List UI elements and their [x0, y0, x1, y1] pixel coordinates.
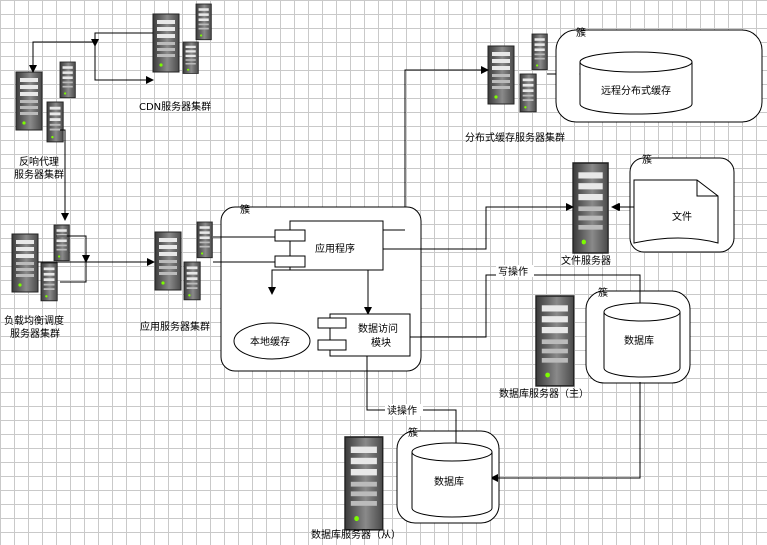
- db-master-text: 数据库: [624, 334, 654, 347]
- application-component: [274, 220, 384, 271]
- server-icon: [40, 262, 58, 302]
- server-icon: [183, 261, 201, 301]
- db-master-label: 数据库服务器（主）: [499, 387, 589, 400]
- cdn-cluster-label: CDN服务器集群: [139, 100, 211, 113]
- cdn-server-cluster: [152, 3, 212, 74]
- read-label-bg: [385, 404, 423, 416]
- local-cache-ellipse: [233, 322, 311, 360]
- write-op-label: 写操作: [498, 265, 528, 278]
- write-label-bg: [496, 265, 534, 277]
- db-master-cylinder: [603, 302, 681, 378]
- server-icon: [152, 13, 180, 73]
- data-access-text-1: 数据访问: [358, 322, 398, 335]
- db-slave-label: 数据库服务器（从）: [311, 528, 401, 541]
- cache-server-cluster: [487, 33, 548, 113]
- file-text: 文件: [672, 210, 692, 223]
- lb-cluster-label-1: 负载均衡调度: [4, 314, 64, 327]
- proxy-server-cluster: [15, 61, 76, 143]
- server-icon: [182, 41, 199, 74]
- server-icon: [154, 231, 182, 291]
- server-icon: [11, 233, 39, 293]
- proxy-cluster-label-2: 服务器集群: [14, 168, 64, 181]
- server-icon: [46, 101, 64, 143]
- proxy-cluster-label-1: 反响代理: [19, 155, 59, 168]
- db-slave-cluster-tag: 簇: [408, 426, 418, 439]
- server-icon: [195, 3, 212, 41]
- file-cluster-tag: 簇: [642, 153, 652, 166]
- app-server-cluster: [154, 221, 213, 301]
- server-icon: [196, 221, 213, 259]
- file-server: [572, 162, 609, 254]
- file-server-label: 文件服务器: [561, 254, 611, 267]
- file-document-icon: [633, 179, 719, 244]
- cache-cluster-tag: 簇: [576, 26, 586, 39]
- application-text: 应用程序: [315, 242, 355, 255]
- server-icon: [59, 61, 76, 99]
- server-icon: [53, 224, 70, 262]
- db-slave-text: 数据库: [434, 475, 464, 488]
- server-icon: [487, 45, 515, 105]
- remote-cache-text: 远程分布式缓存: [601, 84, 671, 97]
- server-icon: [15, 71, 43, 131]
- db-slave-server: [344, 436, 384, 531]
- app-cluster-label: 应用服务器集群: [140, 320, 210, 333]
- read-op-label: 读操作: [387, 404, 417, 417]
- data-access-text-2: 模块: [371, 337, 391, 349]
- cache-cluster-label: 分布式缓存服务器集群: [465, 131, 565, 144]
- db-master-cluster-tag: 簇: [598, 286, 608, 299]
- app-cluster-tag: 簇: [240, 203, 250, 216]
- db-slave-cylinder: [411, 442, 493, 518]
- db-master-server: [535, 295, 575, 387]
- remote-cache-cylinder: [579, 51, 693, 115]
- server-icon: [519, 73, 537, 113]
- data-access-component: [317, 313, 411, 357]
- server-icon: [531, 33, 548, 71]
- local-cache-text: 本地缓存: [250, 335, 290, 348]
- lb-cluster-label-2: 服务器集群: [10, 327, 60, 340]
